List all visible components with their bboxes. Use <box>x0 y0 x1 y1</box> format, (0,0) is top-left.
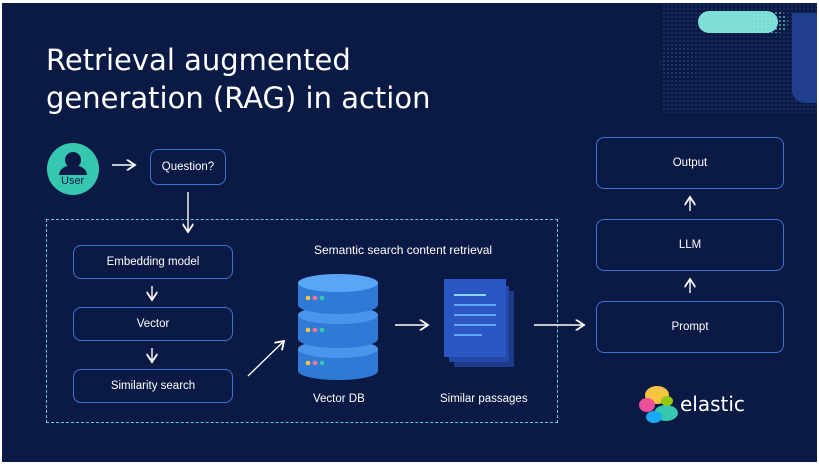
llm-box: LLM <box>596 219 784 271</box>
title-line-2: generation (RAG) in action <box>46 81 431 115</box>
question-box: Question? <box>150 149 226 185</box>
retrieval-container <box>46 219 558 423</box>
user-icon <box>59 152 87 175</box>
title-line-1: Retrieval augmented <box>46 43 351 77</box>
similarity-search-box: Similarity search <box>73 369 233 403</box>
user-avatar: User <box>47 143 99 195</box>
decorative-corner-pattern <box>660 3 817 113</box>
vector-db-label: Vector DB <box>313 393 365 405</box>
question-label: Question? <box>161 161 215 173</box>
embedding-model-box: Embedding model <box>73 245 233 279</box>
prompt-box: Prompt <box>596 301 784 353</box>
flow-arrows <box>112 3 817 377</box>
similar-passages-label: Similar passages <box>440 393 528 405</box>
output-box: Output <box>596 137 784 189</box>
llm-label: LLM <box>678 239 702 251</box>
output-label: Output <box>672 157 708 169</box>
page-title: Retrieval augmented generation (RAG) in … <box>46 41 430 117</box>
vector-box: Vector <box>73 307 233 341</box>
user-label: User <box>61 175 85 187</box>
rag-slide: Retrieval augmented generation (RAG) in … <box>2 3 817 462</box>
similar-passages-icon <box>444 279 514 367</box>
similarity-search-label: Similarity search <box>110 380 196 392</box>
elastic-brand-name: elastic <box>680 392 745 416</box>
embedding-model-label: Embedding model <box>106 256 200 268</box>
arrow-similarity-to-db <box>247 341 284 377</box>
elastic-logo-icon <box>639 386 678 423</box>
prompt-label: Prompt <box>671 321 709 333</box>
vector-label: Vector <box>136 318 170 330</box>
vector-db-icon <box>298 274 378 380</box>
retrieval-heading: Semantic search content retrieval <box>314 243 493 257</box>
